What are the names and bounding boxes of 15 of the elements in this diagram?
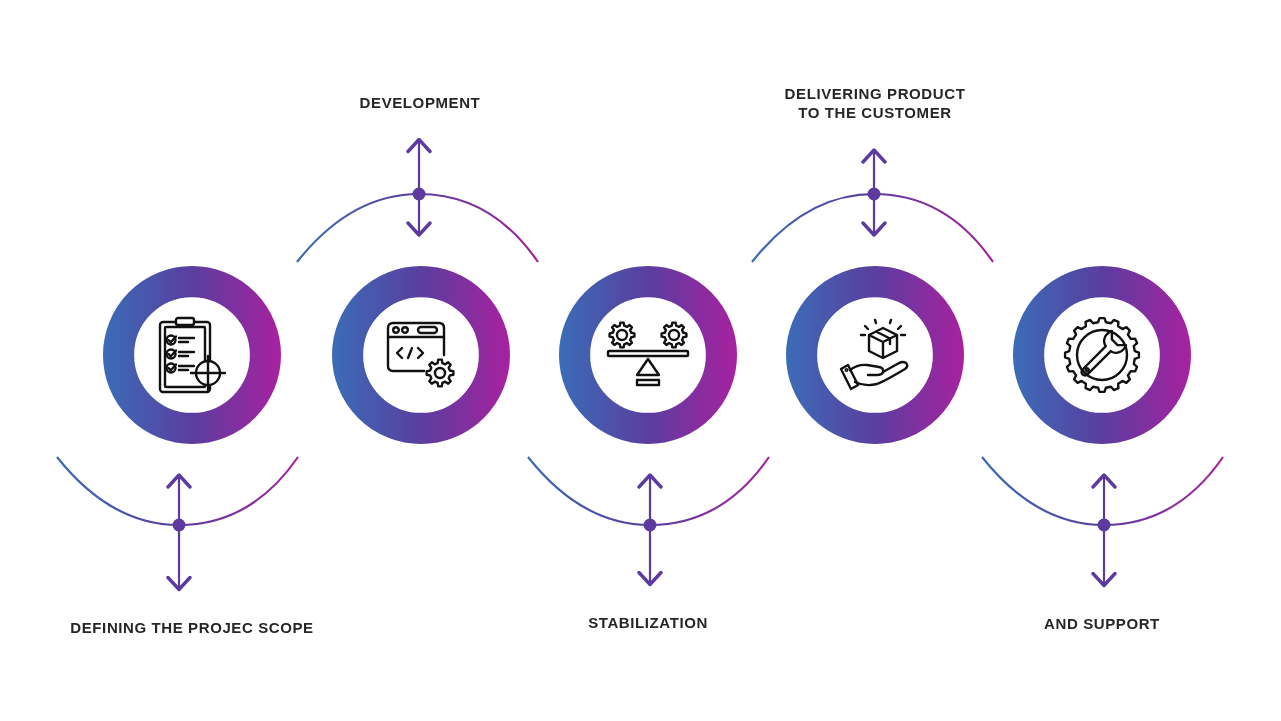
gradient-ring: [103, 266, 281, 444]
double-arrow: [166, 473, 192, 592]
double-arrow: [861, 148, 887, 237]
double-arrow: [406, 137, 432, 237]
step-label: DEFINING THE PROJEC SCOPE: [70, 617, 314, 637]
gradient-ring: [559, 266, 737, 444]
gradient-ring: [332, 266, 510, 444]
double-arrow: [1091, 473, 1117, 588]
step-label: DEVELOPMENT: [359, 92, 481, 112]
step-label: AND SUPPORT: [1044, 613, 1160, 633]
gradient-ring: [786, 266, 964, 444]
gradient-ring: [1013, 266, 1191, 444]
step-label: STABILIZATION: [588, 612, 708, 632]
double-arrow: [637, 473, 663, 587]
step-label: DELIVERING PRODUCT TO THE CUSTOMER: [777, 84, 973, 122]
